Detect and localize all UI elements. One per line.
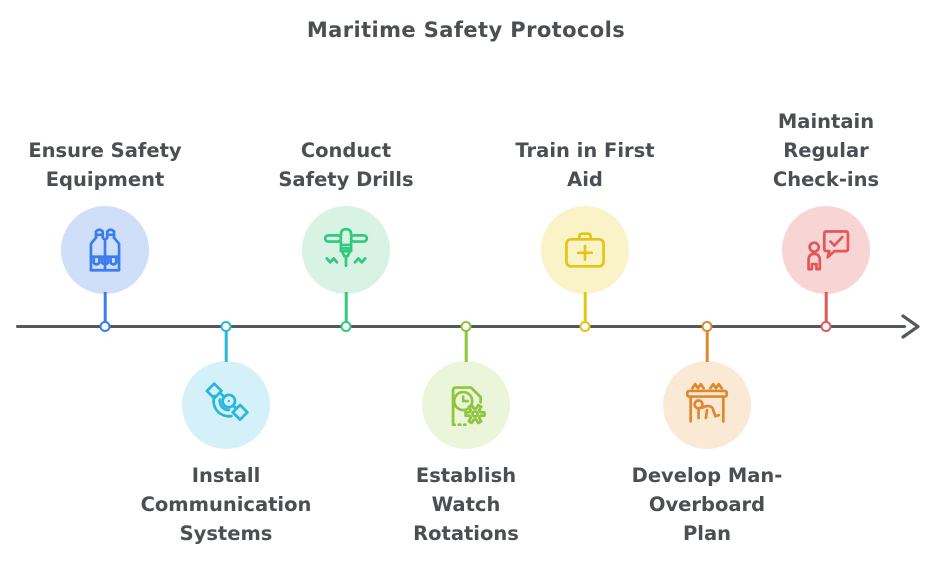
milestone-label: Ensure Safety Equipment — [28, 139, 182, 191]
milestone-dot — [99, 320, 111, 332]
arrow-head-icon — [901, 314, 920, 339]
document-clock-gear-icon — [451, 386, 486, 427]
milestone-icon-circle — [302, 206, 390, 294]
milestone-conduct-safety-drills: Conduct Safety Drills — [246, 0, 446, 568]
milestone-maintain-regular-check-ins: Maintain Regular Check-ins — [726, 0, 926, 568]
milestone-train-in-first-aid: Train in First Aid — [485, 0, 685, 568]
page-title: Maritime Safety Protocols — [306, 18, 626, 42]
milestone-icon-circle — [182, 361, 270, 449]
milestone-dot — [220, 320, 232, 332]
milestone-dot — [460, 320, 472, 332]
satellite-icon — [205, 382, 249, 421]
milestone-stem — [224, 329, 228, 362]
milestone-icon-circle — [782, 206, 870, 294]
milestone-stem — [583, 292, 587, 322]
milestone-establish-watch-rotations: Establish Watch Rotations — [366, 0, 566, 568]
milestone-develop-man-overboard-plan: Develop Man- Overboard Plan — [607, 0, 807, 568]
life-vest-icon — [89, 228, 121, 272]
milestone-stem — [705, 329, 709, 362]
person-checkmark-chat-icon — [807, 230, 850, 271]
milestone-stem — [464, 329, 468, 362]
milestone-label: Maintain Regular Check-ins — [772, 110, 880, 191]
milestone-icon-circle — [663, 361, 751, 449]
jackhammer-icon — [323, 227, 369, 268]
milestone-label: Train in First Aid — [515, 139, 655, 191]
milestone-ensure-safety-equipment: Ensure Safety Equipment — [5, 0, 205, 568]
milestone-stem — [824, 292, 828, 322]
milestone-stem — [103, 292, 107, 322]
milestone-label: Conduct Safety Drills — [278, 139, 414, 191]
milestone-label: Develop Man- Overboard Plan — [631, 464, 783, 545]
milestone-install-communication-systems: Install Communication Systems — [126, 0, 326, 568]
milestone-label: Establish Watch Rotations — [413, 464, 519, 545]
milestone-icon-circle — [61, 206, 149, 294]
milestone-dot — [820, 320, 832, 332]
milestone-dot — [701, 320, 713, 332]
milestone-dot — [340, 320, 352, 332]
milestone-icon-circle — [422, 361, 510, 449]
milestone-icon-circle — [541, 206, 629, 294]
milestone-label: Install Communication Systems — [140, 464, 312, 545]
milestone-dot — [579, 320, 591, 332]
person-under-table-icon — [685, 382, 729, 423]
milestone-stem — [344, 292, 348, 322]
first-aid-kit-icon — [565, 232, 605, 268]
